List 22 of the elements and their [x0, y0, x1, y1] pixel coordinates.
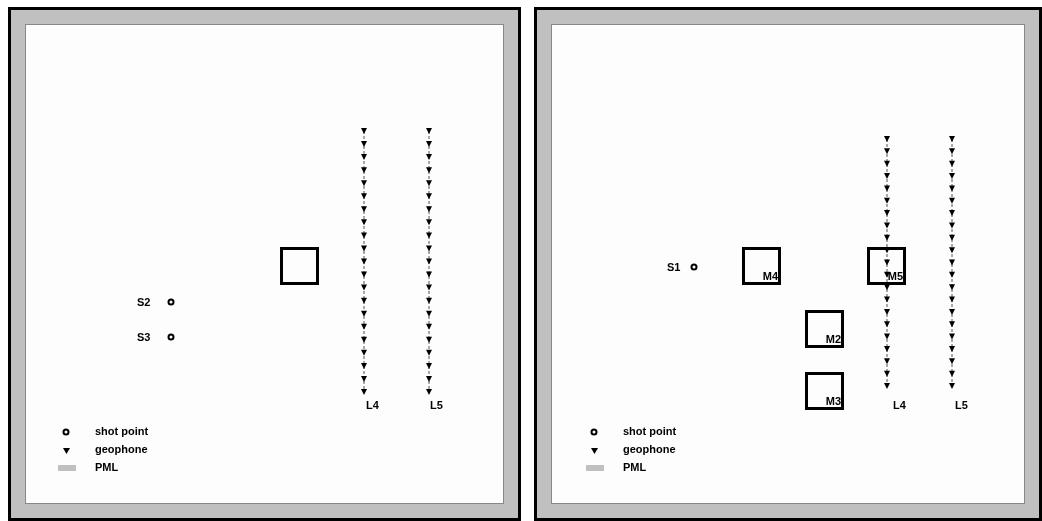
- anomaly-box: [280, 247, 319, 285]
- legend-label: geophone: [95, 443, 148, 456]
- box-label: M4: [762, 271, 778, 282]
- anomaly-box: [867, 247, 906, 285]
- point-label: L5: [955, 399, 968, 412]
- box-label: M2: [825, 334, 841, 345]
- legend-label: geophone: [623, 443, 676, 456]
- anomaly-box: [805, 310, 844, 348]
- point-label: S3: [137, 331, 151, 344]
- legend-label: PML: [95, 461, 119, 474]
- point-label: L5: [430, 399, 443, 412]
- legend-label: shot point: [623, 425, 677, 438]
- point-label: L4: [893, 399, 906, 412]
- legend-label: PML: [623, 461, 647, 474]
- point-label: L4: [366, 399, 379, 412]
- point-label: S2: [137, 296, 151, 309]
- anomaly-box: [742, 247, 781, 285]
- box-label: M3: [825, 396, 841, 407]
- box-label: M5: [887, 271, 903, 282]
- anomaly-box: [805, 372, 844, 410]
- legend-label: shot point: [95, 425, 149, 438]
- point-label: S1: [667, 261, 681, 274]
